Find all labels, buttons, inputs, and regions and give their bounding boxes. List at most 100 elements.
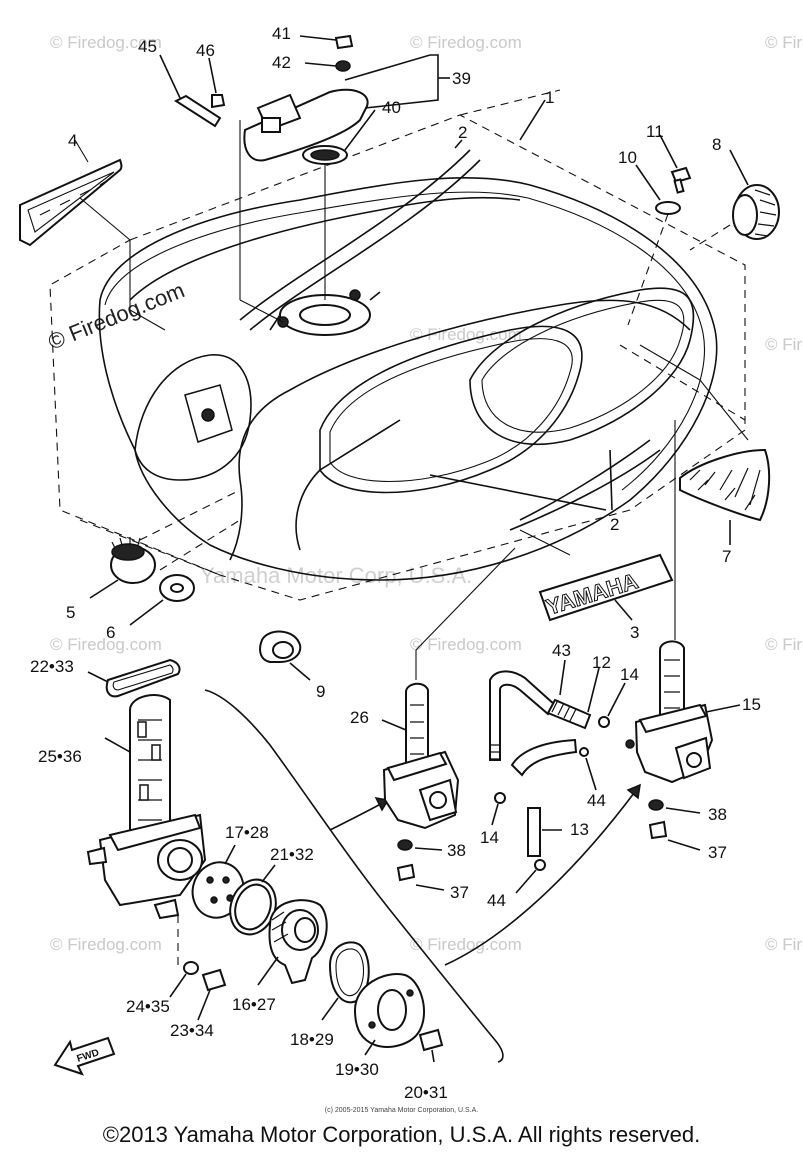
part-21-oring — [229, 864, 277, 936]
callout-18-29: 18•29 — [290, 1030, 334, 1049]
part-4-strip — [19, 139, 166, 331]
callout-9: 9 — [316, 682, 325, 701]
part-44-clip-b — [515, 859, 546, 894]
callout-24-35: 24•35 — [126, 997, 170, 1016]
part-20-screw — [418, 1028, 444, 1063]
callout-15: 15 — [742, 695, 761, 714]
part-37-screw-a — [396, 863, 445, 891]
callout-3: 3 — [630, 623, 639, 642]
watermark: © Firedog.com — [765, 335, 803, 354]
part-38-washer-b — [648, 799, 701, 814]
callout-44: 44 — [587, 791, 606, 810]
nut-46 — [208, 57, 226, 109]
part-7-pad — [639, 344, 771, 545]
part-6-washer — [129, 574, 195, 626]
leader-40 — [344, 109, 376, 151]
detail-boundary — [204, 689, 504, 1063]
callout-11: 11 — [646, 122, 664, 141]
part-18-gasket — [321, 941, 370, 1021]
callout-6: 6 — [106, 623, 115, 642]
watermark: © Firedog.com — [50, 33, 162, 52]
callout-2: 2 — [610, 515, 619, 534]
callout-41: 41 — [272, 24, 291, 43]
callout-37: 37 — [708, 843, 727, 862]
assembly-outline — [49, 114, 746, 601]
bolt-45 — [159, 54, 222, 128]
callout-14: 14 — [620, 665, 639, 684]
callout-40: 40 — [382, 98, 401, 117]
part-12-pipe — [489, 659, 600, 761]
watermark: © Firedog.com — [50, 935, 162, 954]
fuel-cock-large — [86, 694, 207, 965]
part-11-bolt — [659, 134, 692, 194]
fuel-cock-15 — [625, 420, 741, 784]
callout-20-31: 20•31 — [404, 1083, 448, 1102]
part-23-screw — [197, 968, 227, 1021]
callout-1: 1 — [545, 88, 554, 107]
callout-46: 46 — [196, 41, 215, 60]
watermark: © Firedog.com — [765, 33, 803, 52]
detail-arrow-right — [444, 784, 641, 966]
fwd-arrow: FWD — [53, 1036, 116, 1076]
watermark: © Firedog.com — [410, 325, 522, 344]
callout-23-34: 23•34 — [170, 1021, 214, 1040]
callout-39: 39 — [452, 69, 471, 88]
callout-44: 44 — [487, 891, 506, 910]
callout-4: 4 — [68, 131, 77, 150]
bolt-41 — [299, 34, 354, 50]
watermark: © Firedog.com — [765, 635, 803, 654]
watermark: © Firedog.com — [765, 935, 803, 954]
leader-39 — [344, 54, 439, 109]
callout-5: 5 — [66, 603, 75, 622]
watermark-rotated: © Firedog.com — [45, 277, 188, 354]
part-16-lever — [257, 899, 328, 986]
callout-16-27: 16•27 — [232, 995, 276, 1014]
washer-42 — [304, 60, 351, 72]
part-13-hose — [510, 738, 578, 857]
watermark: © Firedog.com — [410, 33, 522, 52]
leader-2a — [454, 139, 463, 149]
callout-14: 14 — [480, 828, 499, 847]
callout-12: 12 — [592, 653, 611, 672]
part-19-plate — [353, 973, 425, 1056]
leader-2b-1 — [609, 449, 613, 511]
part-24-washer — [169, 961, 199, 998]
fuel-tank — [98, 149, 718, 581]
detail-arrowhead-right — [626, 783, 641, 800]
callout-38: 38 — [708, 805, 727, 824]
fuel-cock-26 — [381, 547, 516, 830]
watermark: © Firedog.com — [410, 935, 522, 954]
assembly-outline-inner — [79, 89, 746, 576]
part-3-emblem: YAMAHA — [519, 529, 674, 622]
part-9-damper — [259, 630, 311, 681]
copyright-small: (c) 2005-2015 Yamaha Motor Corporation, … — [324, 1107, 479, 1114]
callout-22-33: 22•33 — [30, 657, 74, 676]
callout-7: 7 — [722, 547, 731, 566]
callout-19-30: 19•30 — [335, 1060, 379, 1079]
callout-26: 26 — [350, 708, 369, 727]
copyright-main: ©2013 Yamaha Motor Corporation, U.S.A. A… — [102, 1122, 701, 1147]
callout-45: 45 — [138, 37, 157, 56]
leader-2b-2 — [429, 474, 607, 511]
part-5-damper — [89, 537, 156, 599]
watermark-center: Yamaha Motor Corp, U.S.A. — [200, 563, 472, 588]
part-38-washer-a — [397, 839, 443, 851]
part-37-screw-b — [648, 820, 701, 851]
part-8-grommet — [689, 149, 780, 251]
part-22-gasket — [87, 658, 181, 698]
part-14-clip-a — [598, 682, 626, 728]
fuel-cap — [239, 88, 369, 323]
watermark: © Firedog.com — [50, 635, 162, 654]
callout-38: 38 — [447, 841, 466, 860]
callout-17-28: 17•28 — [225, 823, 269, 842]
callout-37: 37 — [450, 883, 469, 902]
callout-21-32: 21•32 — [270, 845, 314, 864]
part-10-washer — [627, 164, 681, 326]
callout-labels: 1 2 2 3 4 5 6 7 8 9 10 11 12 13 14 14 15… — [30, 24, 761, 1102]
part-14-clip-b — [491, 792, 506, 826]
callout-2: 2 — [458, 123, 467, 142]
callout-8: 8 — [712, 135, 721, 154]
watermark: © Firedog.com — [410, 635, 522, 654]
callout-13: 13 — [570, 820, 589, 839]
